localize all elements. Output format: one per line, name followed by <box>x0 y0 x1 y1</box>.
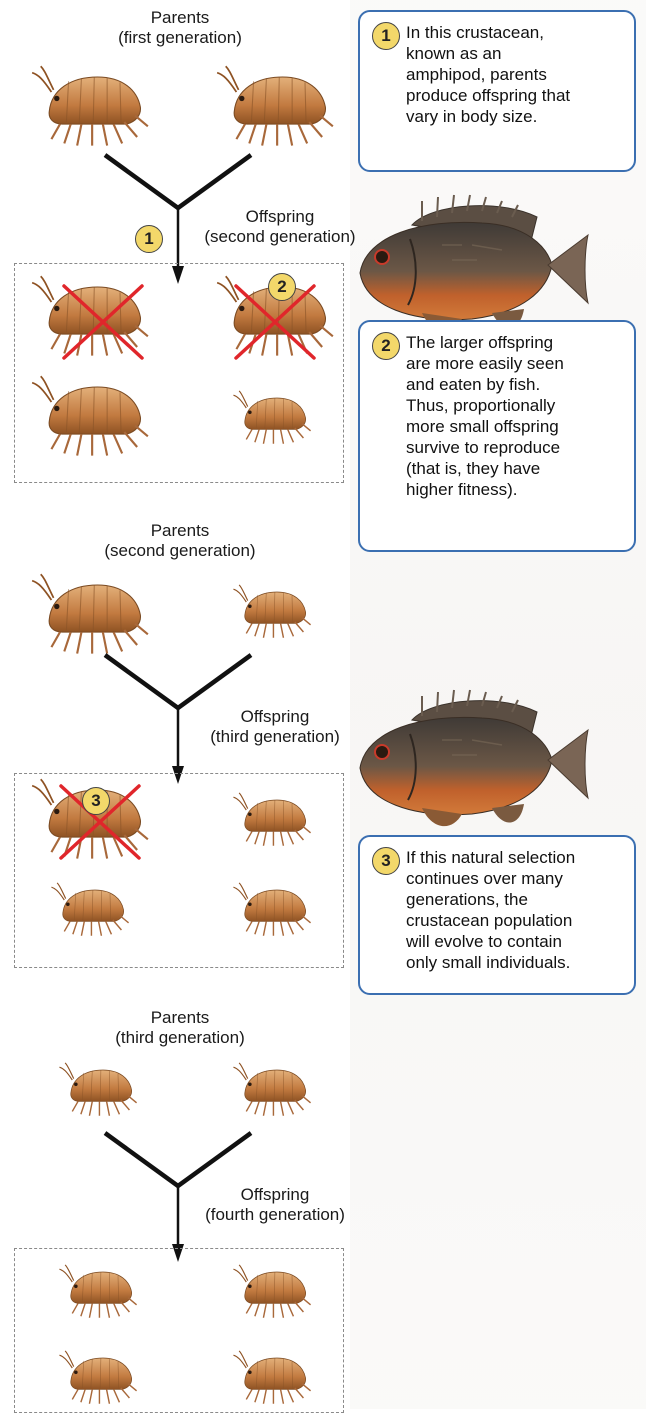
step-badge-1-arrow: 1 <box>135 225 163 253</box>
callout-1-line-1: In this crustacean, <box>406 22 622 43</box>
amphipod-parent-gen3-small-left <box>58 1060 138 1120</box>
callout-step-1: 1 In this crustacean, known as an amphip… <box>358 10 636 172</box>
callout-step-3: 3 If this natural selection continues ov… <box>358 835 636 995</box>
amphipod-offspring-small-1 <box>232 388 312 448</box>
callout-3-line-3: generations, the <box>406 889 622 910</box>
step-badge-2-diagram: 2 <box>268 273 296 301</box>
amphipod-offspring-gen4-small-2 <box>232 1262 312 1322</box>
step-badge-2: 2 <box>372 332 400 360</box>
amphipod-offspring-gen4-small-4 <box>232 1348 312 1408</box>
amphipod-parent-gen3-small-right <box>232 1060 312 1120</box>
parents-label-gen3: Parents (third generation) <box>90 1008 270 1048</box>
step-badge-3: 3 <box>372 847 400 875</box>
callout-1-line-4: produce offspring that <box>406 85 622 106</box>
callout-1-line-5: vary in body size. <box>406 106 622 127</box>
amphipod-parent-gen2-small <box>232 582 312 642</box>
amphipod-offspring-gen4-small-3 <box>58 1348 138 1408</box>
parents-label-gen1: Parents (first generation) <box>105 8 255 48</box>
callout-2-line-1: The larger offspring <box>406 332 622 353</box>
amphipod-offspring-gen3-small-3 <box>232 880 312 940</box>
callout-2-line-4: Thus, proportionally <box>406 395 622 416</box>
amphipod-parent-gen2-large <box>30 570 150 660</box>
amphipod-offspring-gen4-small-1 <box>58 1262 138 1322</box>
callout-2-line-8: higher fitness). <box>406 479 622 500</box>
callout-3-line-1: If this natural selection <box>406 847 622 868</box>
step-badge-3-diagram: 3 <box>82 787 110 815</box>
amphipod-parent-large-right <box>215 62 335 152</box>
offspring-label-gen4: Offspring (fourth generation) <box>185 1185 365 1225</box>
callout-3-line-6: only small individuals. <box>406 952 622 973</box>
parents-label-gen2: Parents (second generation) <box>80 521 280 561</box>
callout-3-line-4: crustacean population <box>406 910 622 931</box>
callout-2-line-3: and eaten by fish. <box>406 374 622 395</box>
callout-3-line-2: continues over many <box>406 868 622 889</box>
callout-step-2: 2 The larger offspring are more easily s… <box>358 320 636 552</box>
step-badge-1: 1 <box>372 22 400 50</box>
offspring-label-gen2: Offspring (second generation) <box>185 207 375 247</box>
amphipod-parent-large-left <box>30 62 150 152</box>
callout-1-line-3: amphipod, parents <box>406 64 622 85</box>
callout-1-line-2: known as an <box>406 43 622 64</box>
callout-2-line-2: are more easily seen <box>406 353 622 374</box>
callout-2-line-5: more small offspring <box>406 416 622 437</box>
amphipod-offspring-gen3-small-1 <box>232 790 312 850</box>
sunfish-predator-2 <box>352 690 592 840</box>
eaten-cross-mark-1 <box>58 282 148 362</box>
amphipod-offspring-large-3 <box>30 372 150 462</box>
amphipod-offspring-gen3-small-2 <box>50 880 130 940</box>
callout-2-line-6: survive to reproduce <box>406 437 622 458</box>
callout-3-line-5: will evolve to contain <box>406 931 622 952</box>
callout-2-line-7: (that is, they have <box>406 458 622 479</box>
offspring-label-gen3: Offspring (third generation) <box>185 707 365 747</box>
